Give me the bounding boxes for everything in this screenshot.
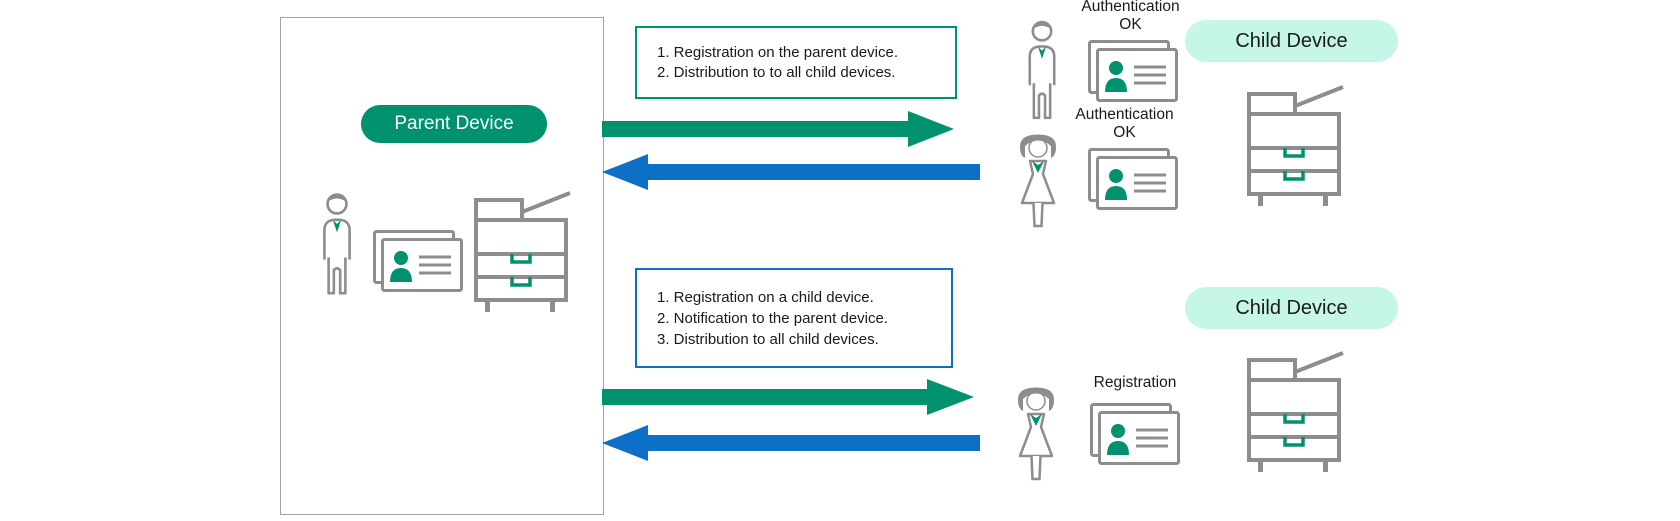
note-line: 3. Distribution to all child devices. [657, 330, 879, 348]
authentication-text: Authentication [1075, 106, 1174, 123]
child-device-badge: Child Device [1185, 20, 1398, 62]
parent-device-badge: Parent Device [361, 105, 547, 143]
woman-icon [1012, 131, 1064, 236]
green-right-arrow [602, 110, 955, 153]
printer-icon [1243, 84, 1345, 227]
id-card-icon [1088, 40, 1178, 107]
note-line: 1. Registration on the parent device. [657, 43, 898, 61]
registration-text: Registration [1093, 374, 1177, 391]
authentication-ok-label: Authentication OK [1058, 0, 1203, 34]
child-flow-note: 1. Registration on a child device. 2. No… [635, 268, 953, 368]
man-icon [316, 192, 358, 305]
parent-flow-note: 1. Registration on the parent device. 2.… [635, 26, 957, 99]
printer-icon [1243, 350, 1345, 493]
blue-left-arrow [602, 153, 980, 196]
registration-label: Registration [1065, 374, 1205, 392]
woman-icon [1010, 384, 1062, 489]
note-line: 2. Notification to the parent device. [657, 309, 888, 327]
parent-device-badge-label: Parent Device [394, 113, 514, 134]
id-card-icon [373, 230, 463, 297]
authentication-text: Authentication [1081, 0, 1180, 15]
note-line: 2. Distribution to to all child devices. [657, 63, 896, 81]
authentication-ok-label: Authentication OK [1052, 106, 1197, 142]
child-device-badge-label: Child Device [1235, 29, 1348, 52]
child-device-badge: Child Device [1185, 287, 1398, 329]
child-device-badge-label: Child Device [1235, 296, 1348, 319]
man-icon [1021, 20, 1063, 129]
ok-text: OK [1113, 124, 1136, 141]
id-card-icon [1090, 403, 1180, 470]
ok-text: OK [1119, 16, 1142, 33]
id-card-icon [1088, 148, 1178, 215]
printer-icon [470, 190, 572, 333]
blue-left-arrow [602, 424, 980, 467]
green-right-arrow [602, 378, 975, 421]
note-line: 1. Registration on a child device. [657, 288, 874, 306]
